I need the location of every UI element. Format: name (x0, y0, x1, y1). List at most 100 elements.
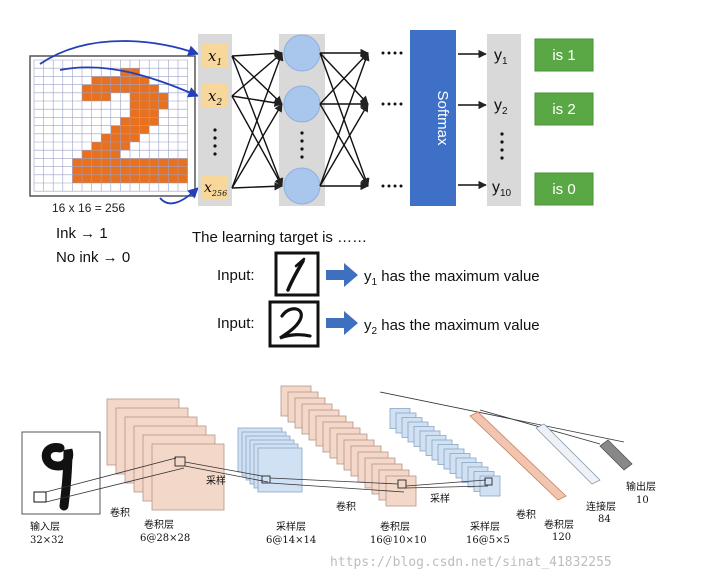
pool1-map (257, 447, 303, 493)
softmax-box (410, 30, 456, 206)
ink-cell (139, 109, 150, 118)
pool2-layer-dim: 16@5×5 (466, 535, 510, 546)
ink-cell (149, 174, 159, 183)
svg-text:y1 has the maximum value: y1 has the maximum value (364, 268, 540, 288)
ink-cell (82, 158, 92, 167)
row2-y: y (364, 317, 372, 334)
conv2-feature-maps (280, 385, 417, 507)
badge-is-0: is 0 (534, 172, 594, 206)
fc-layer-dim: 84 (598, 514, 611, 525)
y2-sub: 2 (502, 106, 508, 117)
input-layer-dim: 32×32 (30, 535, 64, 546)
conv2-layer-label: 卷积层 (380, 520, 410, 533)
ink-cell (82, 84, 92, 93)
cnn-input-image (21, 431, 101, 515)
ink-cell (101, 133, 111, 142)
ink-cell (120, 76, 130, 85)
ink-cell (120, 174, 130, 183)
input-x256: x256 (202, 176, 228, 200)
svg-text:y2 has the maximum value: y2 has the maximum value (364, 317, 540, 337)
ink-cell (91, 150, 102, 159)
x256-sub: 256 (211, 189, 227, 198)
output-band (487, 34, 521, 206)
ink-cell (149, 109, 159, 118)
ink-cell (149, 158, 159, 167)
ink-cell (130, 133, 140, 142)
layer-ellipsis (381, 51, 403, 188)
badge-is-2: is 2 (534, 92, 594, 126)
pool1-layer-label: 采样层 (276, 520, 306, 533)
sample-digit-1 (274, 251, 320, 297)
ink-cell (178, 174, 188, 183)
softmax-output-arrows (458, 49, 487, 190)
svg-text:y10: y10 (492, 179, 512, 199)
digit-grid (29, 55, 196, 197)
ink-cell (130, 158, 140, 167)
hidden-neuron-3 (283, 167, 321, 205)
ink-cell (110, 133, 121, 142)
ink-cell (82, 92, 92, 101)
ink-cell (130, 125, 140, 134)
ink-cell (139, 117, 150, 126)
softmax-label: Softmax (434, 90, 451, 146)
ink-cell (178, 166, 188, 175)
input-dots (213, 128, 217, 156)
ink-cell (130, 117, 140, 126)
watermark: https://blog.csdn.net/sinat_41832255 (330, 555, 612, 570)
ink-cell (82, 174, 92, 183)
row2-prefix: Input: (217, 315, 255, 332)
x2-sub: 2 (215, 98, 222, 108)
input-x1: x1 (202, 44, 228, 68)
out-layer-dim: 10 (636, 495, 649, 506)
hidden-neuron-1 (283, 34, 321, 72)
out-layer-label: 输出层 (626, 480, 656, 493)
x256-var: x (204, 180, 212, 196)
svg-text:x256: x256 (204, 180, 227, 198)
f6-layer (535, 423, 601, 485)
ink-cell (110, 158, 121, 167)
ink-cell (139, 92, 150, 101)
ink-cell (139, 158, 150, 167)
ink-cell (110, 142, 121, 151)
ink-cell (101, 92, 111, 101)
svg-text:y1: y1 (494, 47, 508, 67)
ink-cell (72, 174, 82, 183)
ink-cell (101, 76, 111, 85)
ink-cell (101, 174, 111, 183)
ink-cell (130, 68, 140, 77)
ink-cell (110, 76, 121, 85)
hidden-dots (300, 131, 304, 159)
ink-cell (120, 158, 130, 167)
ink-cell (139, 166, 150, 175)
row1-prefix: Input: (217, 267, 255, 284)
ink-cell (149, 92, 159, 101)
ink-cell (130, 92, 140, 101)
svg-text:y2: y2 (494, 97, 508, 117)
pool1-op-label: 采样 (206, 474, 226, 487)
hidden-next-connections (319, 48, 370, 191)
ink-cell (130, 174, 140, 183)
ink-cell (139, 174, 150, 183)
ink-cell (120, 125, 130, 134)
ink-cell (91, 174, 102, 183)
output-layer (599, 439, 633, 471)
digit-ink-cells (72, 68, 188, 183)
row2-sub: 2 (372, 326, 378, 337)
y1-sub: 1 (502, 56, 508, 67)
badge-is-1: is 1 (534, 38, 594, 72)
pool2-op-label: 采样 (430, 492, 450, 505)
pool1-layer-dim: 6@14×14 (266, 535, 316, 546)
pool2-feature-maps (389, 408, 501, 497)
ink-cell (158, 166, 169, 175)
grid-to-input-arrows (39, 40, 200, 205)
sample-digit-2 (268, 300, 320, 348)
x1-var: x (208, 47, 217, 65)
row2-text: has the maximum value (377, 317, 540, 334)
learning-heading: The learning target is …… (192, 229, 367, 246)
ink-cell (82, 150, 92, 159)
ink-cell (139, 84, 150, 93)
input-hidden-connections (231, 49, 284, 191)
ink-cell (130, 166, 140, 175)
grid-lines (33, 59, 188, 192)
